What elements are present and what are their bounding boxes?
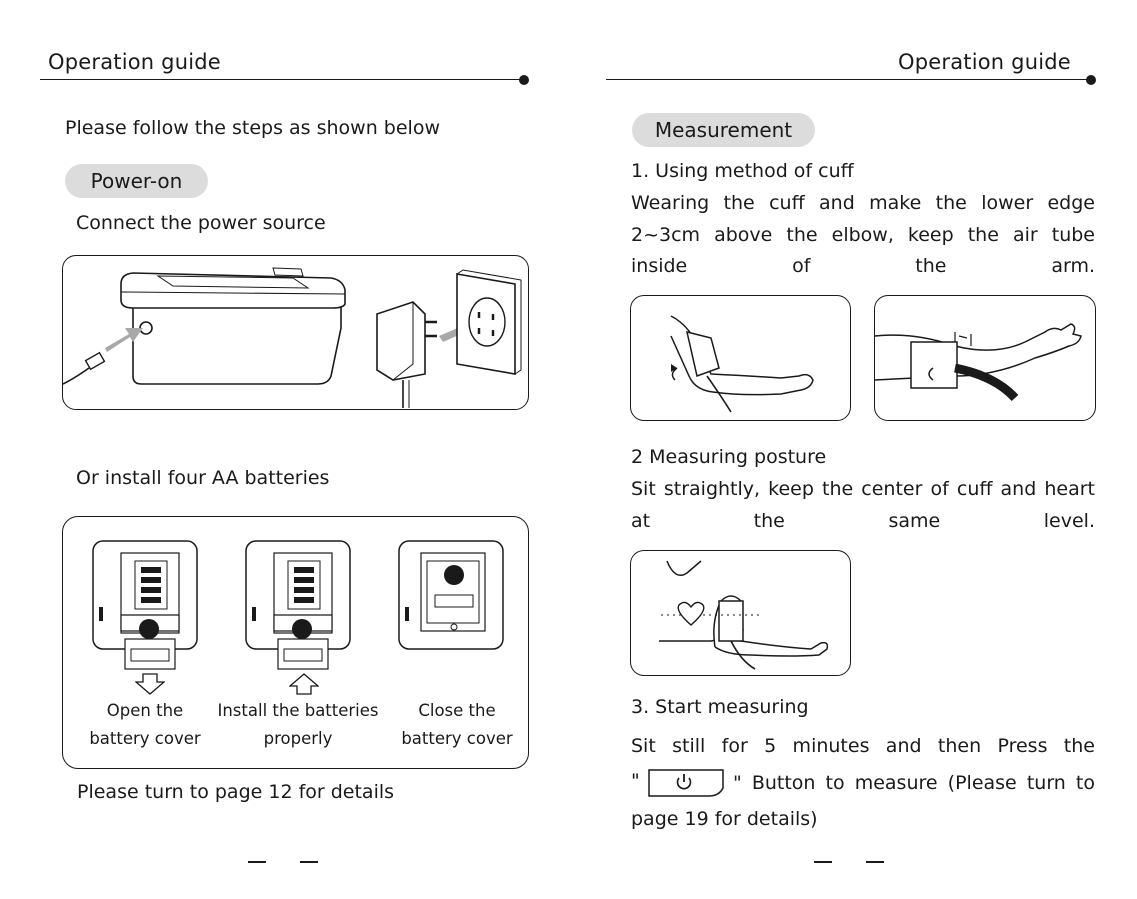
left-page-heading: Operation guide [48, 50, 221, 74]
step1-paragraph: Wearing the cuff and make the lower edge… [631, 188, 1095, 283]
caption-close-line1: Close the [418, 701, 496, 720]
caption-install-line1: Install the batteries [217, 701, 379, 720]
right-page-marker-1 [814, 861, 832, 863]
measurement-pill: Measurement [632, 113, 815, 147]
caption-install-batteries: Install the batteries properly [213, 697, 383, 753]
right-heading-rule [606, 79, 1090, 80]
step3-title: 3. Start measuring [631, 696, 809, 718]
step2-title: 2 Measuring posture [631, 446, 827, 468]
power-button-outline [648, 769, 724, 797]
down-arrow-icon [135, 673, 165, 695]
step2-line-1: Sit straightly, keep the center of cuff … [631, 478, 1095, 500]
cuff-arm-illustration [670, 315, 814, 413]
step3-quote-close: " Button to measure (Please turn to [733, 772, 1095, 794]
caption-install-line2: properly [263, 729, 333, 748]
intro-text: Please follow the steps as shown below [65, 117, 440, 139]
caption-open-line2: battery cover [89, 729, 201, 748]
power-icon [676, 774, 692, 790]
install-batteries-illustration [245, 540, 351, 670]
left-footer-text: Please turn to page 12 for details [77, 781, 395, 803]
cuff-figure-1 [630, 295, 851, 421]
left-page-marker-1 [248, 861, 266, 863]
connect-text: Connect the power source [76, 212, 326, 234]
left-page-marker-2 [300, 861, 318, 863]
step2-line-2: at the same level. [631, 509, 1095, 532]
step1-line-3: inside of the arm. [631, 255, 1095, 277]
step2-paragraph: Sit straightly, keep the center of cuff … [631, 474, 1095, 537]
up-arrow-icon [289, 673, 319, 695]
step3-line-3: page 19 for details) [631, 808, 818, 830]
cuff-figure-2 [874, 295, 1096, 421]
step1-title: 1. Using method of cuff [631, 160, 854, 182]
step1-line-2: 2~3cm above the elbow, keep the air tube [631, 223, 1095, 246]
battery-steps-figure: Open the battery cover Install the batte… [62, 516, 529, 769]
right-heading-dot [1086, 75, 1096, 85]
step3-line-1: Sit still for 5 minutes and then Press t… [631, 735, 1095, 757]
power-on-pill: Power-on [65, 164, 208, 198]
left-heading-dot [519, 75, 529, 85]
caption-open-line1: Open the [106, 701, 184, 720]
caption-close-cover: Close the battery cover [387, 697, 527, 753]
batteries-text: Or install four AA batteries [76, 467, 330, 489]
cuff-position-illustration [875, 323, 1082, 402]
posture-figure [630, 550, 851, 676]
power-source-figure [62, 255, 529, 410]
caption-close-line2: battery cover [401, 729, 513, 748]
right-page-marker-2 [866, 861, 884, 863]
open-cover-illustration [92, 540, 198, 670]
step3-line-2-wrap: " Button to measure (Please turn to [733, 768, 1095, 800]
power-source-illustration [63, 267, 522, 408]
left-heading-rule [40, 79, 524, 80]
posture-illustration [659, 560, 829, 670]
power-button[interactable] [647, 768, 725, 798]
step3-line-1-wrap: Sit still for 5 minutes and then Press t… [631, 731, 1095, 763]
heart-icon [677, 601, 705, 626]
right-page-heading: Operation guide [898, 50, 1071, 74]
step3-quote-open: " [631, 770, 640, 792]
close-cover-illustration [398, 540, 504, 650]
caption-open-cover: Open the battery cover [75, 697, 215, 753]
step1-line-1: Wearing the cuff and make the lower edge [631, 192, 1095, 214]
